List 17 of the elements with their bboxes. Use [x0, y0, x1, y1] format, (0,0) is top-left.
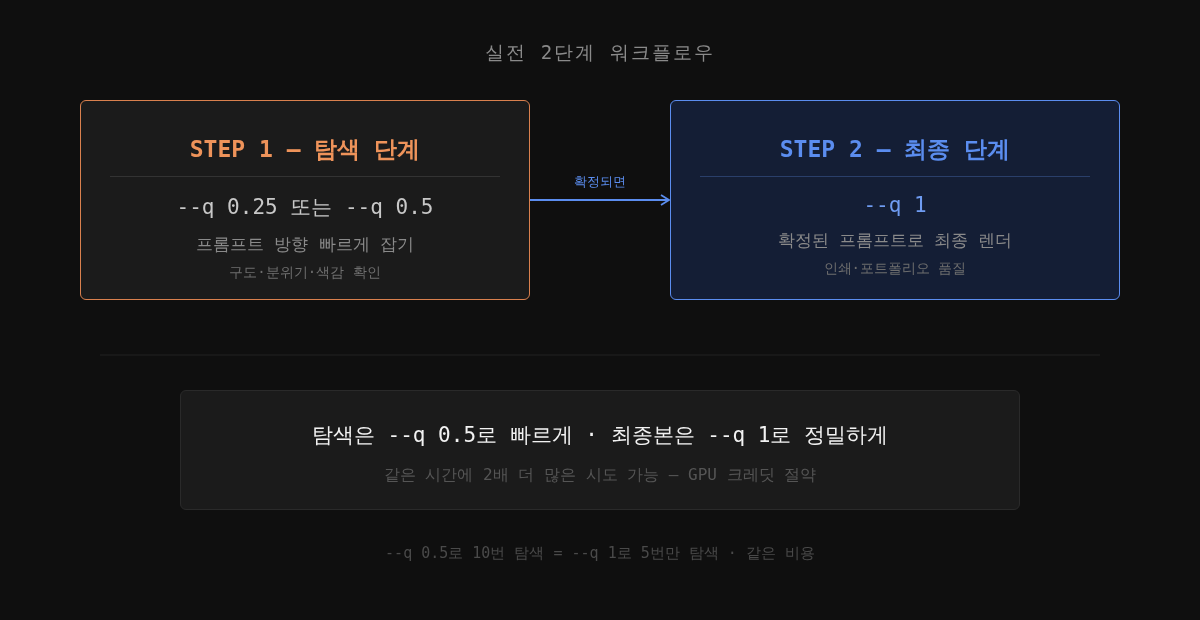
arrow [529, 194, 670, 206]
detail-text: 구도·분위기·색감 확인 [229, 264, 381, 282]
step-card [670, 100, 1120, 300]
description-text: 확정된 프롬프트로 최종 렌더 [777, 229, 1013, 252]
footer-note: --q 0.5로 10번 탐색 = --q 1로 5번만 탐색 · 같은 비용 [384, 544, 816, 563]
summary-text: 탐색은 --q 0.5로 빠르게 · 최종본은 --q 1로 정밀하게 [311, 422, 889, 449]
step-card [80, 100, 530, 300]
detail-text: 인쇄·포트폴리오 품질 [823, 260, 967, 278]
command-text: --q 0.25 또는 --q 0.5 [176, 194, 434, 221]
summary-panel [180, 390, 1020, 510]
edge-label: 확정되면 [574, 173, 626, 191]
diagram-title: 실전 2단계 워크플로우 [484, 40, 716, 65]
description-text: 프롬프트 방향 빠르게 잡기 [196, 233, 414, 256]
step-heading: STEP 1 — 탐색 단계 [189, 135, 421, 164]
command-text: --q 1 [863, 193, 927, 217]
note-text: 같은 시간에 2배 더 많은 시도 가능 — GPU 크레딧 절약 [383, 465, 817, 486]
step-heading: STEP 2 — 최종 단계 [779, 135, 1011, 164]
